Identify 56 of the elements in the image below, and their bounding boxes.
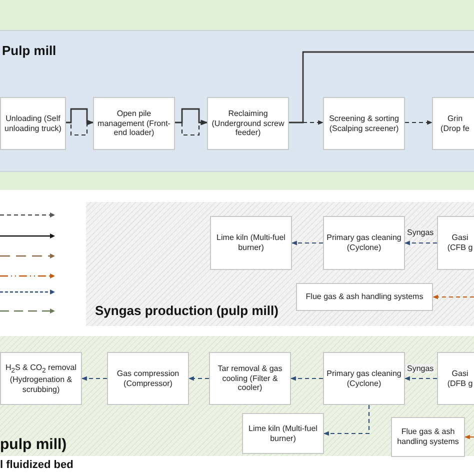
process-box — [296, 283, 433, 311]
section-panel — [0, 30, 474, 172]
box-label: Open pile management (Front-end loader) — [96, 109, 172, 138]
process-box — [432, 97, 474, 150]
process-box — [437, 352, 474, 405]
process-box — [0, 97, 66, 150]
flow-arrow — [404, 376, 437, 381]
box-label: Tar removal & gas cooling (Filter & cooler) — [216, 364, 284, 393]
box-label: (DFB g — [446, 378, 474, 388]
flow-arrow — [188, 376, 209, 381]
box-label: (CFB g — [446, 243, 474, 253]
process-box — [107, 352, 189, 405]
flow-arrow — [404, 240, 437, 246]
box-label: H$_{2}$S & CO$_{2}$ removal (Hydrogenation & scrubbing) — [4, 362, 78, 394]
box-label: Lime kiln (Multi-fuel burner) — [248, 424, 318, 444]
box-label: Primary gas cleaning (Cyclone) — [326, 233, 402, 253]
box-label: Flue gas & ash handling systems — [306, 292, 424, 302]
flow-arrow — [323, 405, 370, 436]
flow-arrow — [66, 120, 94, 136]
flow-arrow — [175, 120, 208, 136]
box-label: Lime kiln (Multi-fuel burner) — [216, 233, 286, 253]
section-title: Pulp mill — [2, 43, 56, 58]
box-label: Gasi — [450, 233, 470, 243]
section-title: Syngas production (pulp mill) — [95, 303, 278, 318]
box-label: Flue gas & ash handling systems — [396, 427, 460, 447]
flow-arrow — [289, 120, 324, 125]
process-box — [323, 216, 405, 270]
box-label: Reclaiming (Underground screw feeder) — [210, 109, 286, 138]
box-label: Screening & sorting (Scalping screener) — [328, 114, 400, 134]
section-panel — [86, 202, 474, 326]
process-box — [0, 352, 82, 405]
process-box — [207, 97, 289, 150]
section-panel — [0, 336, 474, 456]
section-title: pulp mill) — [0, 436, 67, 453]
process-box — [391, 417, 465, 457]
edge-label: Syngas — [406, 228, 435, 237]
box-label: Primary gas cleaning (Cyclone) — [326, 368, 402, 388]
flow-arrow — [464, 434, 474, 440]
process-box — [437, 216, 474, 270]
process-box — [93, 97, 175, 150]
box-label: (Drop fe — [440, 124, 470, 134]
process-box — [209, 352, 291, 405]
flow-arrow — [81, 376, 107, 381]
box-label: Grin — [446, 114, 464, 124]
process-box — [323, 352, 405, 405]
process-box — [242, 413, 324, 454]
box-label: Gas compression (Compressor) — [116, 368, 180, 388]
process-box — [210, 216, 292, 270]
box-label: Gasi — [450, 368, 470, 378]
note-text: l fluidized bed — [0, 459, 74, 471]
process-box — [323, 97, 405, 150]
box-label: Unloading (Self unloading truck) — [4, 114, 62, 134]
flow-arrow — [290, 376, 323, 381]
flow-arrow — [405, 120, 433, 125]
flow-arrow — [291, 240, 323, 246]
flow-arrow — [432, 294, 474, 300]
